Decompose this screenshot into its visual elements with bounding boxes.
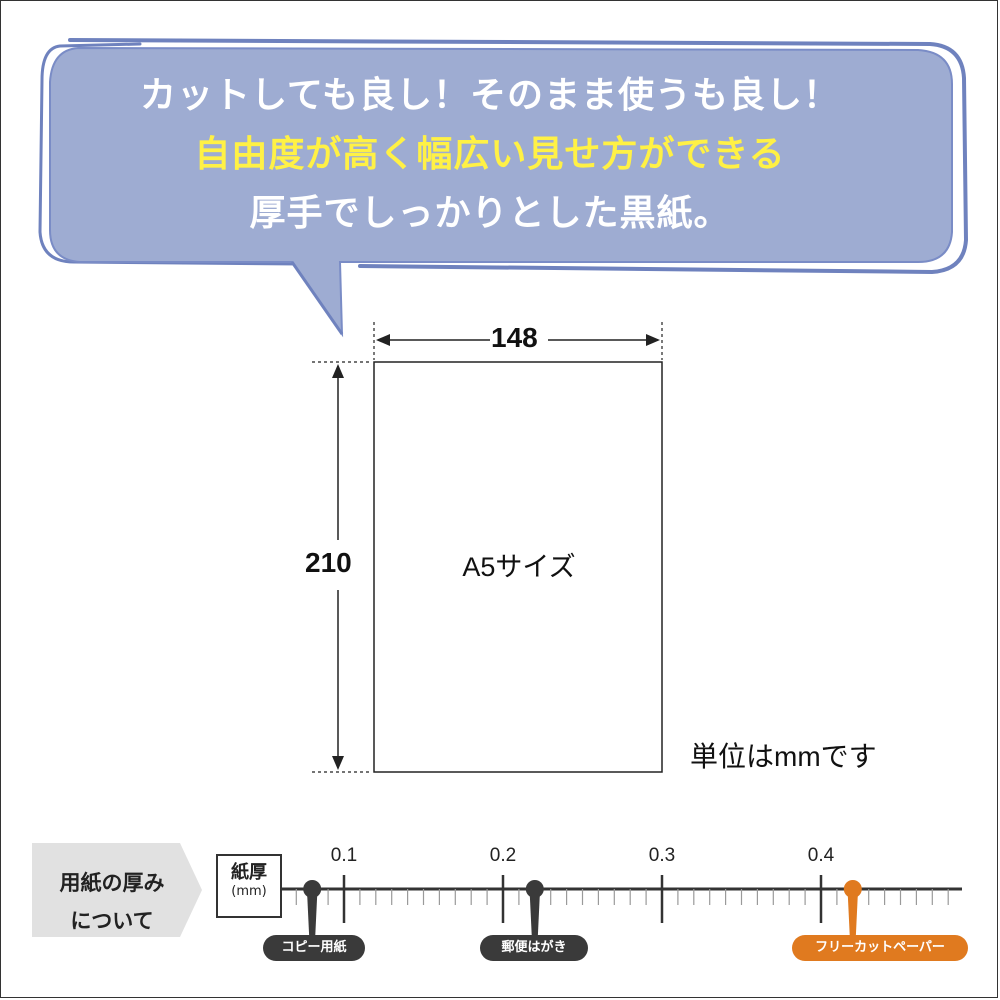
paper-size-label: A5サイズ [462, 552, 576, 582]
section-label-line-2: について [70, 909, 154, 933]
bubble-line-2-highlight: 自由度が高く幅広い見せ方ができる [194, 134, 786, 175]
width-label: 148 [491, 322, 538, 353]
marker-label-copy-paper: コピー用紙 [263, 935, 365, 961]
section-label-line-1: 用紙の厚み [59, 871, 165, 895]
arrowhead-right [646, 334, 660, 346]
marker-stem [847, 895, 858, 937]
scale-marker-2 [843, 880, 862, 937]
marker-stem [529, 895, 540, 937]
height-label: 210 [305, 547, 352, 578]
arrowhead-top [332, 364, 344, 378]
marker-dot [303, 880, 322, 898]
speech-bubble-outline [68, 38, 969, 275]
speech-bubble-tail [290, 261, 344, 335]
scale-markers [303, 880, 862, 937]
bubble-line-3: 厚手でしっかりとした黒紙。 [249, 193, 731, 234]
speech-bubble [49, 46, 953, 338]
unit-box-title: 紙厚 [231, 862, 267, 883]
arrowhead-bottom [332, 756, 344, 770]
marker-stem [307, 895, 318, 937]
arrowhead-left [376, 334, 390, 346]
marker-dot [525, 880, 544, 898]
tick-label-0-1: 0.1 [330, 845, 358, 866]
tick-label-0-2: 0.2 [489, 845, 517, 866]
bubble-line-1: カットしても良し！そのまま使うも良し！ [139, 75, 841, 116]
thickness-section-label: 用紙の厚み について [47, 864, 177, 940]
marker-label-postcard: 郵便はがき [480, 935, 588, 961]
thickness-unit-box: 紙厚 (mm) [216, 854, 282, 918]
scale-marker-0 [303, 880, 322, 937]
marker-label-free-cut-paper: フリーカットペーパー [792, 935, 968, 961]
speech-bubble-outline-left [38, 42, 302, 266]
scale-marker-1 [525, 880, 544, 937]
tick-label-0-3: 0.3 [648, 845, 676, 866]
a5-paper-rect [373, 361, 663, 773]
speech-bubble-text: カットしても良し！そのまま使うも良し！ 自由度が高く幅広い見せ方ができる 厚手で… [40, 66, 940, 243]
marker-dot [843, 880, 862, 898]
unit-note: 単位はmmです [690, 741, 877, 772]
major-ticks [342, 875, 823, 923]
section-tab [32, 843, 202, 937]
unit-box-unit: (mm) [231, 884, 267, 899]
tick-label-0-4: 0.4 [807, 845, 835, 866]
